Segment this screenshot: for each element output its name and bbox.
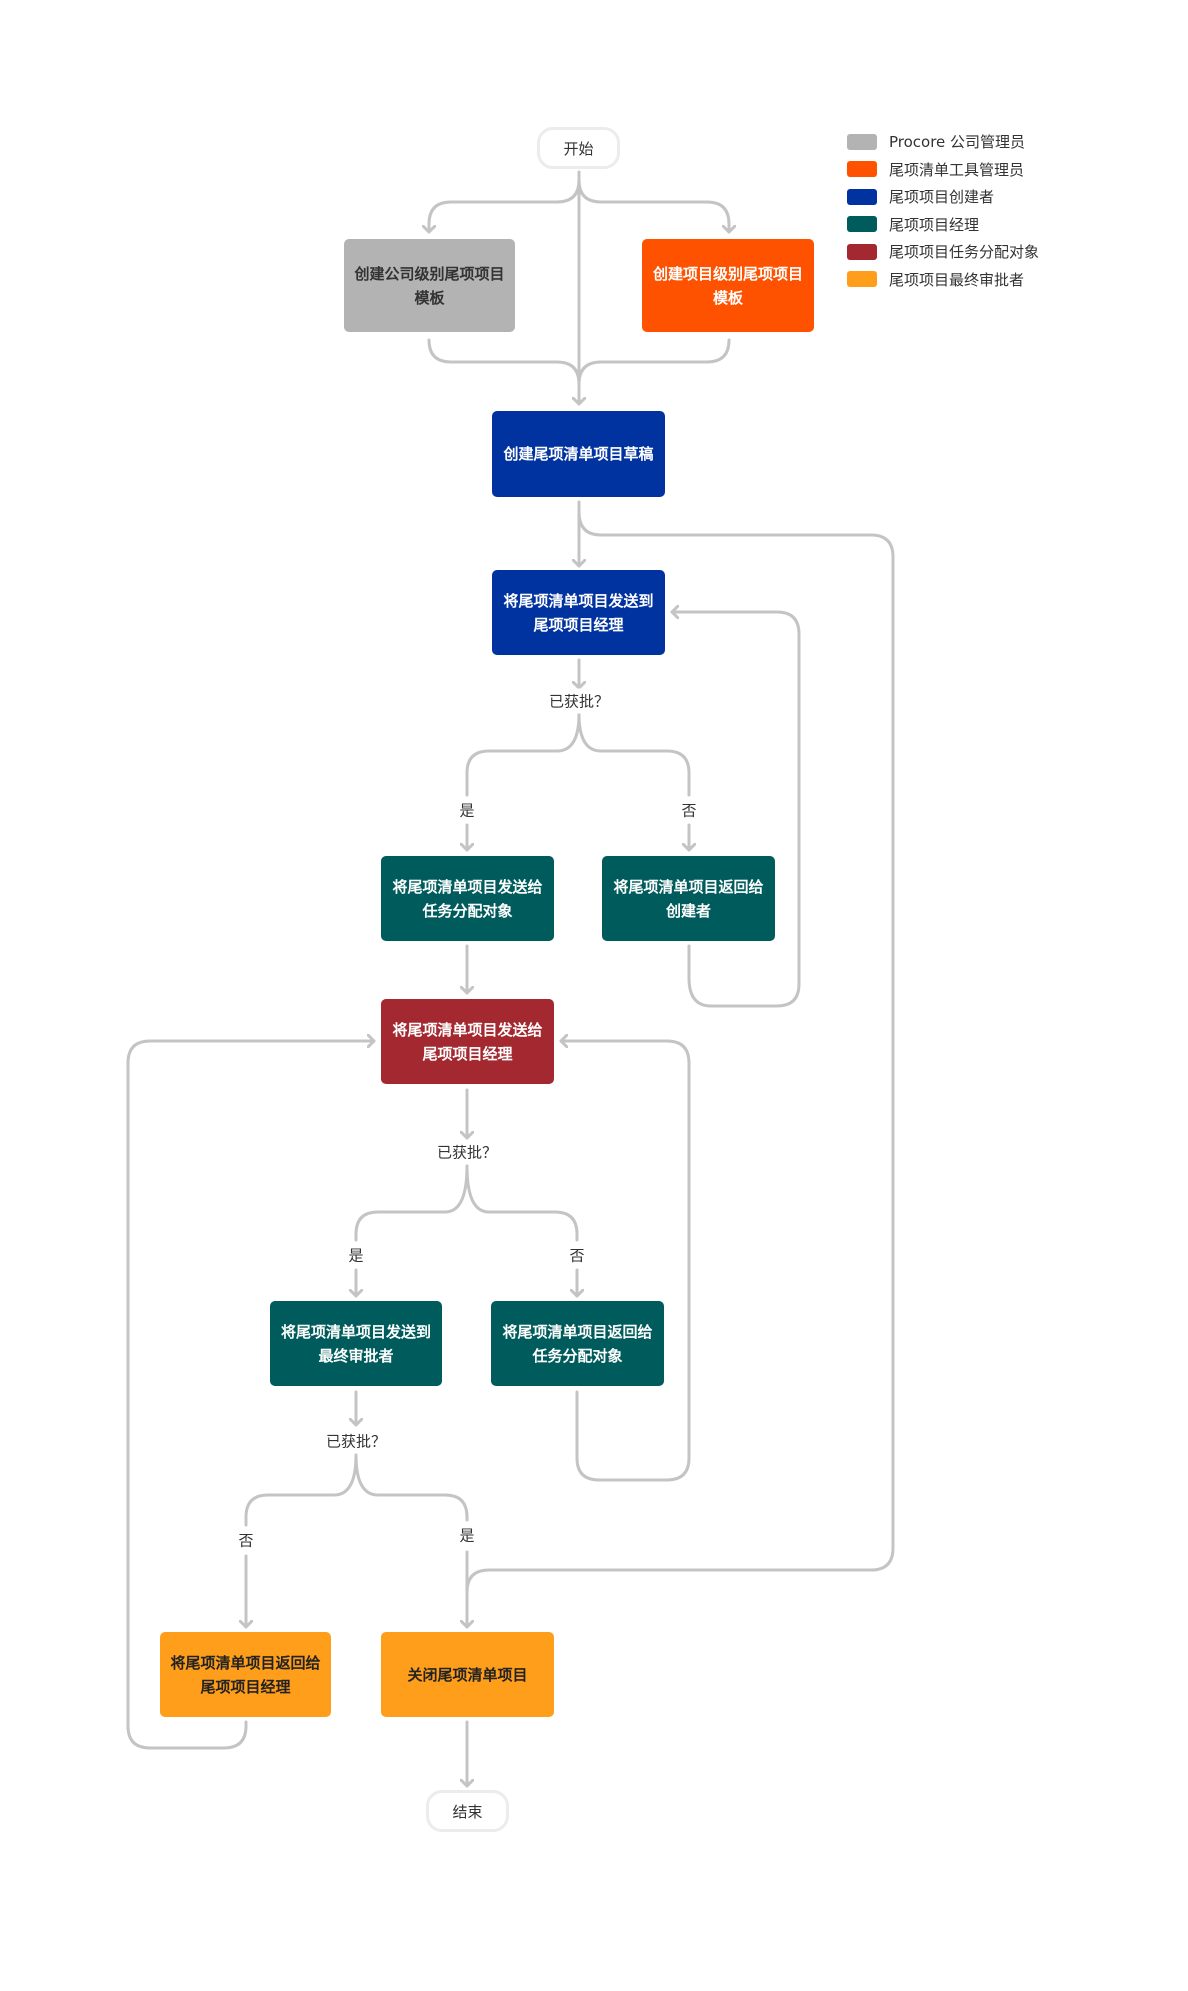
node-text: 任务分配对象	[532, 1346, 623, 1365]
node-close-item: 关闭尾项清单项目	[381, 1632, 554, 1717]
legend-swatch	[847, 133, 877, 150]
legend-item: Procore 公司管理员	[847, 128, 1039, 156]
legend-swatch	[847, 271, 877, 288]
no-label: 否	[567, 1242, 587, 1268]
legend-item: 尾项项目任务分配对象	[847, 238, 1039, 266]
legend-swatch	[847, 216, 877, 233]
node-text: 尾项项目经理	[422, 1044, 513, 1063]
no-label: 否	[236, 1527, 256, 1553]
end-node: 结束	[426, 1790, 509, 1832]
no-label: 否	[679, 797, 699, 823]
legend-swatch	[847, 188, 877, 205]
node-return-to-assignee: 将尾项清单项目返回给任务分配对象	[491, 1301, 664, 1386]
legend-label: 尾项项目任务分配对象	[889, 243, 1040, 262]
legend-label: 尾项项目最终审批者	[889, 270, 1025, 289]
node-text: 将尾项清单项目返回给	[613, 877, 764, 896]
node-text: 任务分配对象	[422, 901, 513, 920]
node-text: 创建公司级别尾项项目	[354, 264, 505, 283]
legend-label: 尾项项目创建者	[889, 188, 995, 207]
end-label: 结束	[452, 1802, 483, 1821]
node-return-to-creator: 将尾项清单项目返回给创建者	[602, 856, 775, 941]
yes-label: 是	[346, 1242, 366, 1268]
node-text: 将尾项清单项目返回给	[502, 1322, 653, 1341]
node-text: 将尾项清单项目发送给	[392, 1020, 543, 1039]
node-create-draft: 创建尾项清单项目草稿	[492, 411, 665, 497]
node-assignee-send-to-manager: 将尾项清单项目发送给尾项项目经理	[381, 999, 554, 1084]
yes-label: 是	[457, 797, 477, 823]
node-text: 模板	[712, 288, 743, 307]
node-return-to-manager: 将尾项清单项目返回给尾项项目经理	[160, 1632, 331, 1717]
node-text: 创建项目级别尾项项目	[652, 264, 803, 283]
legend-swatch	[847, 243, 877, 260]
legend-item: 尾项项目经理	[847, 211, 1039, 239]
node-text: 创建尾项清单项目草稿	[503, 445, 654, 463]
legend-item: 尾项项目最终审批者	[847, 266, 1039, 294]
legend-item: 尾项项目创建者	[847, 183, 1039, 211]
decision-label: 已获批？	[546, 688, 612, 714]
legend: Procore 公司管理员尾项清单工具管理员尾项项目创建者尾项项目经理尾项项目任…	[847, 128, 1039, 293]
node-text: 将尾项清单项目发送给	[392, 877, 543, 896]
node-text: 将尾项清单项目发送到	[280, 1322, 431, 1341]
node-project-template: 创建项目级别尾项项目模板	[642, 239, 814, 332]
node-text: 将尾项清单项目发送到	[503, 591, 654, 610]
node-text: 关闭尾项清单项目	[407, 1665, 528, 1684]
node-text: 创建者	[665, 901, 711, 920]
legend-label: Procore 公司管理员	[889, 133, 1026, 152]
start-node: 开始	[537, 127, 620, 169]
node-company-template: 创建公司级别尾项项目模板	[344, 239, 515, 332]
legend-label: 尾项清单工具管理员	[889, 160, 1025, 179]
decision-label: 已获批？	[434, 1139, 500, 1165]
node-text: 尾项项目经理	[533, 615, 624, 634]
legend-swatch	[847, 161, 877, 178]
start-label: 开始	[563, 139, 594, 158]
legend-item: 尾项清单工具管理员	[847, 156, 1039, 184]
node-text: 模板	[414, 288, 445, 307]
node-text: 将尾项清单项目返回给	[170, 1653, 321, 1672]
node-text: 尾项项目经理	[200, 1677, 291, 1696]
node-send-to-manager: 将尾项清单项目发送到尾项项目经理	[492, 570, 665, 655]
node-text: 最终审批者	[318, 1346, 394, 1365]
legend-label: 尾项项目经理	[889, 215, 980, 234]
yes-label: 是	[457, 1522, 477, 1548]
node-send-to-assignee: 将尾项清单项目发送给任务分配对象	[381, 856, 554, 941]
node-send-to-final-approver: 将尾项清单项目发送到最终审批者	[270, 1301, 442, 1386]
decision-label: 已获批？	[323, 1428, 389, 1454]
